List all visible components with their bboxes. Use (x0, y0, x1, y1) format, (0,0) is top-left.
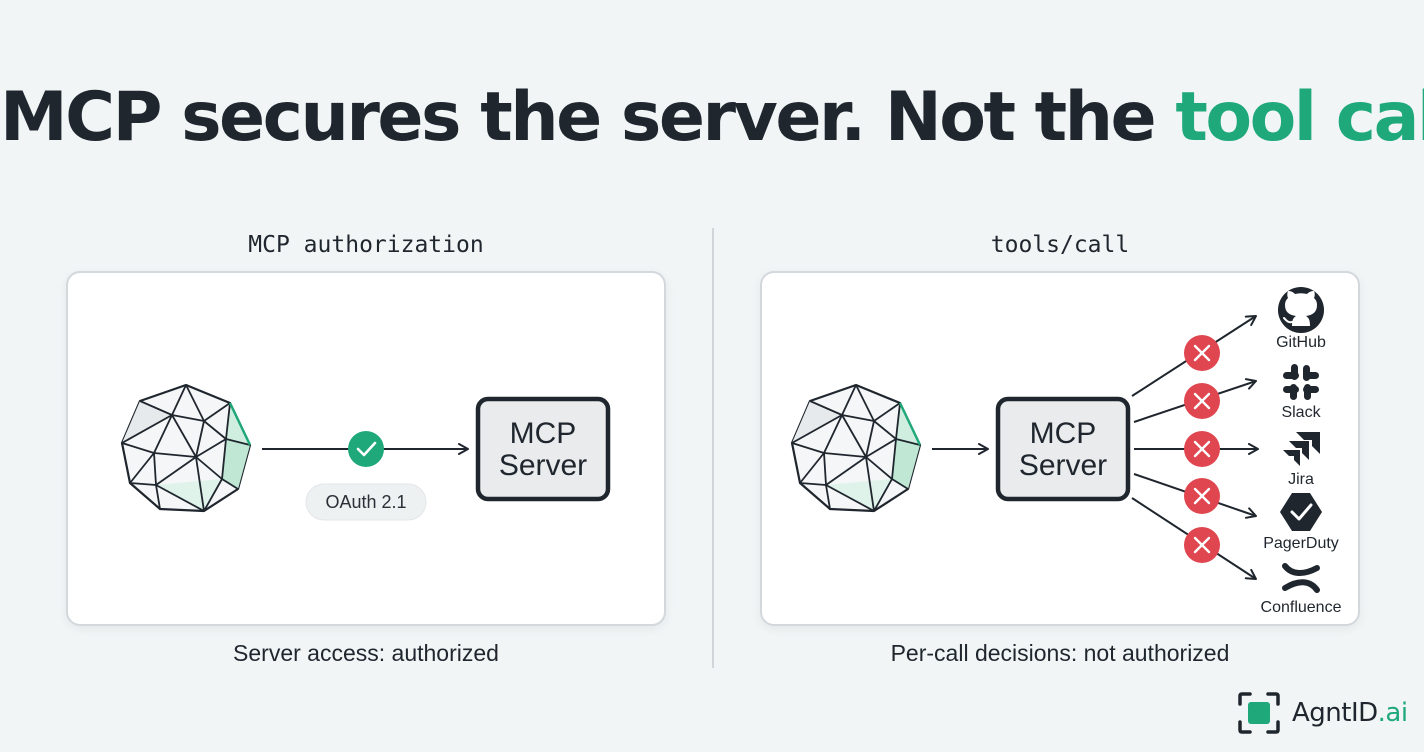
server-label-line2: Server (499, 449, 587, 482)
tool-label-github: GitHub (1276, 334, 1326, 351)
right-panel-caption: Per-call decisions: not authorized (890, 640, 1230, 666)
brand-logo: AgntID.ai (1236, 690, 1408, 736)
brand-name: AgntID.ai (1292, 698, 1408, 728)
server-label-line1: MCP (510, 417, 577, 450)
left-panel-caption: Server access: authorized (233, 640, 499, 666)
github-icon (1278, 287, 1324, 333)
deny-markers (1184, 335, 1220, 563)
tool-label-jira: Jira (1288, 471, 1314, 488)
jira-icon (1283, 432, 1320, 466)
tool-label-slack: Slack (1281, 404, 1321, 421)
tool-label-pagerduty: PagerDuty (1263, 535, 1339, 552)
mcp-server-box-right: MCP Server (995, 396, 1131, 502)
right-panel-label: tools/call (990, 232, 1130, 258)
left-panel-label: MCP authorization (248, 232, 484, 258)
headline-main: MCP secures the server. Not the (0, 78, 1176, 157)
brand-name-main: AgntID (1292, 698, 1378, 728)
agent-polyhedron-icon (120, 383, 252, 513)
headline: MCP secures the server. Not the tool cal… (0, 78, 1424, 157)
server-label-line2-right: Server (1019, 449, 1107, 482)
agent-polyhedron-icon-right (790, 383, 922, 513)
oauth-badge: OAuth 2.1 (305, 483, 427, 521)
brand-name-suffix: .ai (1377, 698, 1408, 728)
x-icon (1184, 478, 1220, 514)
panel-divider (712, 228, 714, 668)
x-icon (1184, 431, 1220, 467)
headline-accent: tool call (1175, 78, 1424, 157)
mcp-server-box-left: MCP Server (475, 396, 611, 502)
oauth-badge-label: OAuth 2.1 (325, 492, 406, 512)
check-icon (348, 431, 384, 467)
agntid-logo-icon (1238, 692, 1280, 734)
server-label-line1-right: MCP (1030, 417, 1097, 450)
slack-icon (1283, 364, 1319, 400)
x-icon (1184, 335, 1220, 371)
pagerduty-icon (1280, 493, 1322, 531)
confluence-icon (1282, 563, 1320, 593)
x-icon (1184, 527, 1220, 563)
x-icon (1184, 383, 1220, 419)
tool-label-confluence: Confluence (1261, 599, 1342, 616)
